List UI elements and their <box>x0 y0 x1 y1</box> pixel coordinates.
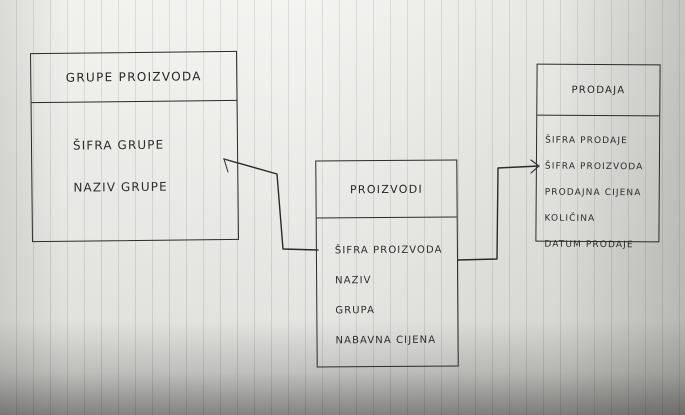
prodaja-crowfoot <box>530 159 540 174</box>
field-nabavna-cijena: NABAVNA CIJENA <box>335 334 437 347</box>
grupe-crowfoot <box>223 158 238 173</box>
field-datum-prodaje: DATUM PRODAJE <box>544 239 634 251</box>
entity-proizvodi: PROIZVODI ŠIFRA PROIZVODA NAZIV GRUPA NA… <box>315 159 459 368</box>
entity-title-prodaja: PRODAJA <box>537 64 660 117</box>
entity-grupe-proizvoda: GRUPE PROIZVODA ŠIFRA GRUPE NAZIV GRUPE <box>30 50 239 243</box>
field-sifra-prodaje: ŠIFRA PRODAJE <box>545 135 628 147</box>
entity-prodaja: PRODAJA ŠIFRA PRODAJE ŠIFRA PROIZVODA PR… <box>535 63 661 251</box>
grupe-to-proizvodi-line <box>223 158 319 251</box>
field-kolicina: KOLIČINA <box>544 213 596 224</box>
field-prodajna-cijena: PRODAJNA CIJENA <box>544 187 642 199</box>
entity-title-grupe-proizvoda: GRUPE PROIZVODA <box>31 51 237 104</box>
field-naziv-grupe: NAZIV GRUPE <box>73 179 168 195</box>
field-naziv: NAZIV <box>335 275 372 287</box>
entity-fields-grupe-proizvoda: ŠIFRA GRUPE NAZIV GRUPE <box>32 101 238 241</box>
proizvodi-to-prodaja-line <box>457 165 540 261</box>
entity-fields-prodaja: ŠIFRA PRODAJE ŠIFRA PROIZVODA PRODAJNA C… <box>536 116 659 251</box>
field-grupa: GRUPA <box>335 305 376 317</box>
field-sifra-grupe: ŠIFRA GRUPE <box>72 137 165 153</box>
field-sifra-proizvoda: ŠIFRA PROIZVODA <box>334 244 443 257</box>
entity-fields-proizvodi: ŠIFRA PROIZVODA NAZIV GRUPA NABAVNA CIJE… <box>317 218 458 367</box>
entity-title-proizvodi: PROIZVODI <box>316 160 457 219</box>
field-sifra-proizvoda-prodaja: ŠIFRA PROIZVODA <box>544 161 644 173</box>
